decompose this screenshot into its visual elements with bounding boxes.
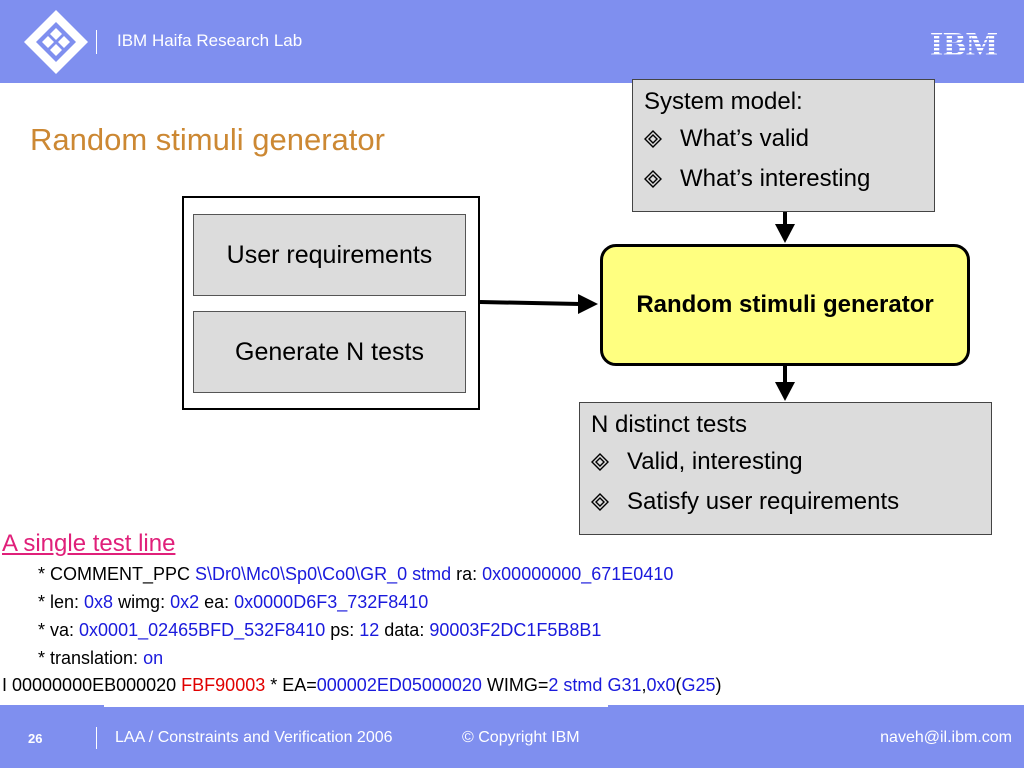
code-text: ra:	[451, 564, 483, 584]
code-value: 0x2	[170, 592, 200, 612]
user-requirements-box: User requirements	[193, 214, 466, 296]
test-line-2: * len: 0x8 wimg: 0x2 ea: 0x0000D6F3_732F…	[38, 592, 428, 613]
bullet-item: What’s valid	[644, 125, 934, 153]
code-text: data:	[379, 620, 430, 640]
arrow-model-to-generator	[775, 212, 795, 243]
copyright: © Copyright IBM	[462, 729, 580, 746]
code-text: * len:	[38, 592, 85, 612]
lab-name: IBM Haifa Research Lab	[117, 31, 303, 50]
output-tests-box: N distinct tests Valid, interesting Sati…	[579, 402, 992, 535]
code-value: 0x0	[646, 675, 676, 695]
system-model-box: System model: What’s valid What’s intere…	[632, 79, 935, 212]
code-text: wimg:	[113, 592, 171, 612]
output-heading: N distinct tests	[591, 411, 748, 438]
code-text: * va:	[38, 620, 80, 640]
bullet-item: What’s interesting	[644, 165, 934, 193]
code-text: * COMMENT_PPC	[38, 564, 196, 584]
code-value: 0x0001_02465BFD_532F8410	[79, 620, 326, 640]
code-text: (	[675, 675, 682, 695]
system-model-heading: System model:	[644, 88, 803, 115]
page-number: 26	[28, 731, 43, 746]
code-text: )	[715, 675, 722, 695]
test-line-4: * translation: on	[38, 648, 163, 669]
random-stimuli-generator-box: Random stimuli generator	[600, 244, 970, 366]
event-name: LAA / Constraints and Verification 2006	[115, 729, 393, 746]
header-divider	[96, 30, 97, 54]
slide-title: Random stimuli generator	[30, 122, 385, 157]
code-value: on	[143, 648, 164, 668]
test-line-1: * COMMENT_PPC S\Dr0\Mc0\Sp0\Co0\GR_0 stm…	[38, 564, 673, 585]
ibm-logo-icon: IBM	[930, 26, 998, 58]
bullet-item: Satisfy user requirements	[591, 488, 991, 516]
code-value: 0x00000000_671E0410	[482, 564, 674, 584]
bullet-text: What’s interesting	[680, 165, 871, 192]
bullet-text: What’s valid	[680, 125, 809, 152]
footer-band	[0, 705, 1024, 768]
bullet-item: Valid, interesting	[591, 448, 991, 476]
generate-n-tests-box: Generate N tests	[193, 311, 466, 393]
single-test-line-link[interactable]: A single test line	[2, 530, 176, 557]
arrow-generator-to-output	[775, 366, 795, 401]
code-value: 000002ED05000020	[316, 675, 482, 695]
ibm-research-logo-icon	[24, 10, 88, 74]
svg-text:IBM: IBM	[930, 26, 998, 58]
diamond-bullet-icon	[644, 130, 662, 148]
header-band	[0, 0, 1024, 83]
contact-email: naveh@il.ibm.com	[880, 729, 1012, 746]
code-value: G25	[681, 675, 716, 695]
footer-divider	[96, 727, 97, 749]
test-line-5: I 00000000EB000020 FBF90003 * EA=000002E…	[2, 675, 722, 696]
diamond-bullet-icon	[644, 170, 662, 188]
test-line-3: * va: 0x0001_02465BFD_532F8410 ps: 12 da…	[38, 620, 601, 641]
code-text: * translation:	[38, 648, 144, 668]
code-text: WIMG=	[481, 675, 549, 695]
bullet-text: Satisfy user requirements	[627, 488, 900, 515]
code-value: 0x0000D6F3_732F8410	[234, 592, 429, 612]
diamond-bullet-icon	[591, 493, 609, 511]
code-text: ps:	[325, 620, 360, 640]
diamond-bullet-icon	[591, 453, 609, 471]
code-value: 0x8	[84, 592, 114, 612]
code-value-highlight: FBF90003	[181, 675, 266, 695]
footer-rule	[104, 705, 608, 707]
code-value: 12	[359, 620, 380, 640]
code-text: ,	[641, 675, 647, 695]
code-text: * EA=	[265, 675, 317, 695]
code-text: I 00000000EB000020	[2, 675, 182, 695]
code-text: ea:	[199, 592, 235, 612]
arrow-inputs-to-generator	[479, 294, 598, 314]
code-value: 90003F2DC1F5B8B1	[429, 620, 602, 640]
code-value: 2 stmd G31	[548, 675, 642, 695]
code-value: S\Dr0\Mc0\Sp0\Co0\GR_0 stmd	[195, 564, 452, 584]
bullet-text: Valid, interesting	[627, 448, 803, 475]
